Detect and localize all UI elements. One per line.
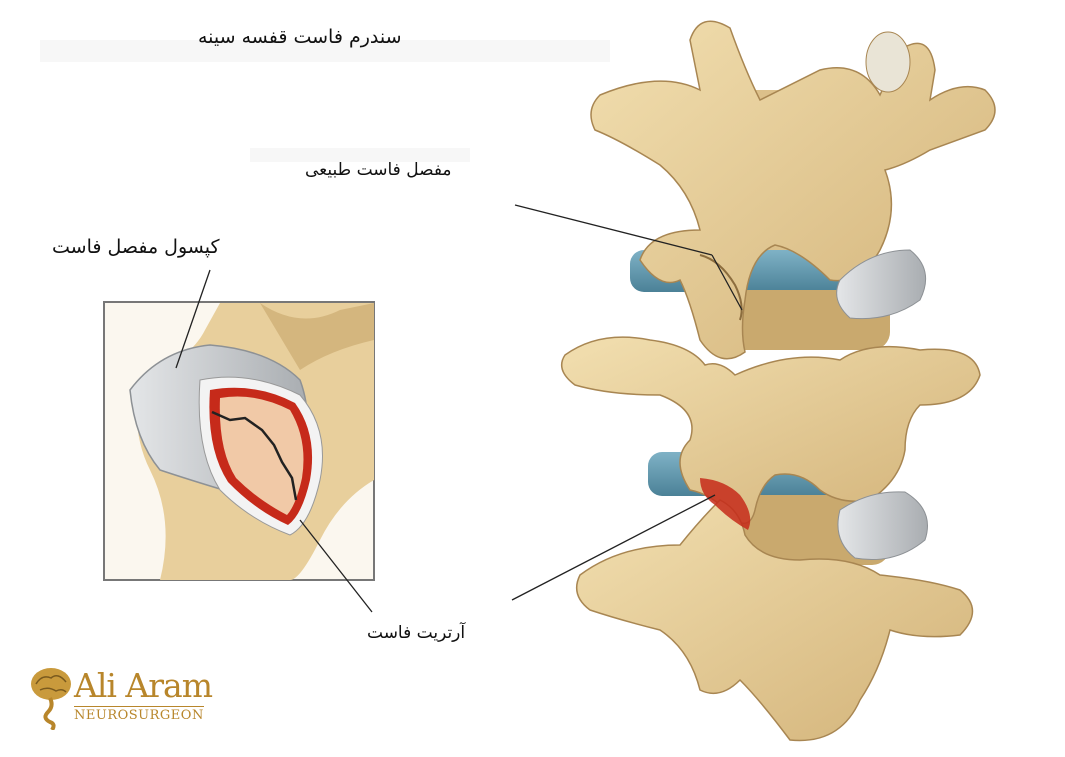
brain-icon bbox=[31, 668, 71, 730]
ligament-upper bbox=[836, 249, 927, 320]
background-noise bbox=[40, 40, 610, 162]
leader-lines bbox=[175, 204, 743, 613]
page-title: سندرم فاست قفسه سینه bbox=[198, 26, 402, 48]
joint-space bbox=[211, 410, 298, 501]
label-facet-joint-capsule: کپسول مفصل فاست bbox=[52, 236, 220, 258]
logo-subtitle: NEUROSURGEON bbox=[74, 706, 204, 723]
vertebral-column bbox=[560, 20, 996, 742]
arthritic-facet bbox=[700, 478, 751, 530]
middle-vertebra bbox=[560, 336, 981, 525]
ali-aram-logo: Ali Aram NEUROSURGEON bbox=[28, 664, 228, 734]
label-normal-facet-joint: مفصل فاست طبیعی bbox=[305, 160, 452, 180]
label-facet-arthritis: آرتریت فاست bbox=[367, 623, 466, 643]
logo-name: Ali Aram bbox=[74, 666, 213, 705]
ligament-lower bbox=[837, 491, 928, 561]
inset-joint-detail bbox=[103, 301, 375, 581]
